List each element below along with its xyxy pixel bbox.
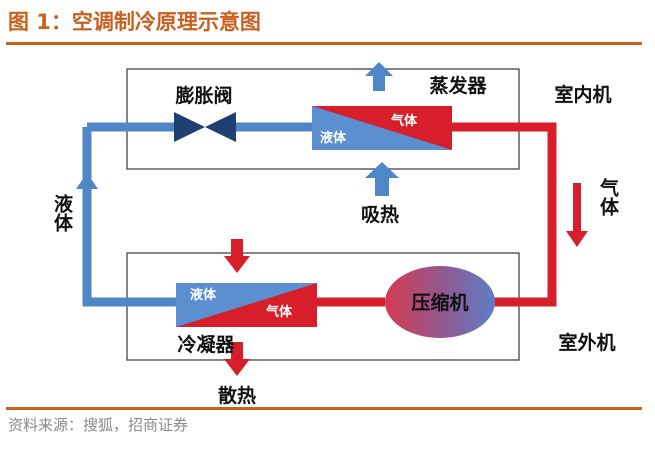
title-divider [6, 42, 642, 45]
condenser-liquid-label: 液体 [190, 287, 217, 303]
gas-pipe-right [452, 122, 557, 307]
evaporator-unit [312, 106, 452, 150]
evaporator-gas-label: 气体 [391, 113, 418, 129]
source-note: 资料来源：搜狐，招商证券 [8, 416, 189, 434]
condenser-gas-label: 气体 [266, 304, 293, 320]
liquid-side-label: 液体 [51, 193, 73, 233]
figure-title: 图 1：空调制冷原理示意图 [8, 10, 261, 34]
heat-up-arrow-icon [365, 62, 393, 91]
gas-side-label: 气体 [597, 177, 620, 217]
expansion-valve-label: 膨胀阀 [174, 84, 232, 107]
indoor-unit-label: 室内机 [554, 83, 611, 106]
absorb-heat-arrow-icon [365, 162, 399, 196]
absorb-heat-label: 吸热 [361, 203, 399, 226]
condenser-label: 冷凝器 [177, 333, 235, 356]
compressor-label: 压缩机 [411, 291, 468, 314]
evaporator-label: 蒸发器 [429, 74, 487, 97]
release-heat-label: 散热 [218, 384, 256, 407]
indoor-unit-frame [126, 68, 520, 170]
release-heat-arrow-icon [224, 342, 250, 376]
condenser-unit [176, 283, 317, 327]
heat-in-arrow-icon [224, 239, 250, 273]
compressor-icon [385, 266, 495, 338]
gas-flow-down-arrow-icon [566, 183, 588, 247]
evaporator-liquid-label: 液体 [320, 130, 347, 146]
footer-divider [6, 407, 642, 410]
outdoor-unit-label: 室外机 [558, 331, 615, 354]
liquid-pipe-left [82, 127, 176, 307]
liquid-flow-up-arrow-icon [76, 173, 98, 236]
expansion-valve-icon [174, 112, 236, 142]
